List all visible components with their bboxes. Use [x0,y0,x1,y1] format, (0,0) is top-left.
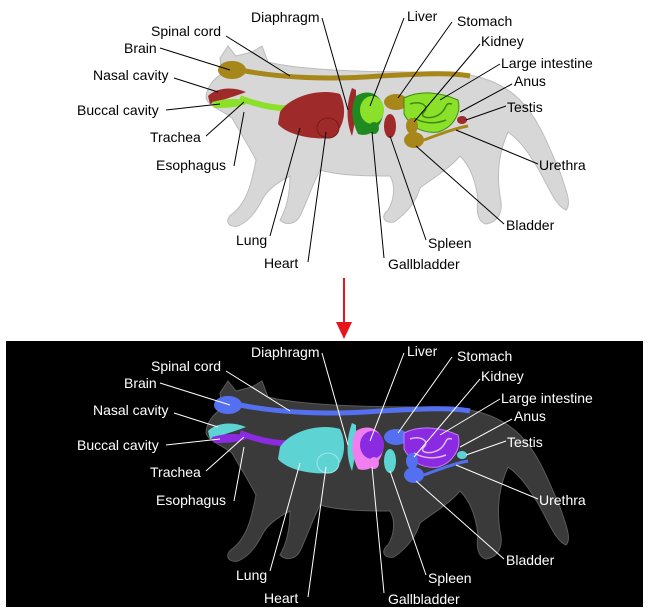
label-spleen: Spleen [428,235,472,251]
label-brain: Brain [124,40,157,56]
bottom-spinal-cord [239,402,471,416]
label-testis: Testis [507,99,543,115]
bottom-nasal-cavity [208,423,246,439]
top-stomach [384,94,408,110]
top-testis [457,116,467,124]
bottom-diaphragm [347,423,356,471]
bottom-urethra [423,459,469,477]
top-bladder [404,132,424,148]
down-arrow-icon [336,278,352,339]
bottom-diagram [159,352,569,598]
label-diaphragm: Diaphragm [251,344,320,360]
bottom-liver-lobe [360,431,384,459]
label-heart: Heart [264,255,299,271]
top-kidney [406,118,418,134]
label-gallbladder: Gallbladder [388,591,460,607]
top-brain [218,61,246,79]
label-urethra: Urethra [539,492,586,508]
top-heart [316,117,340,139]
label-liver: Liver [407,8,438,24]
label-urethra: Urethra [539,157,586,173]
top-gallbladder [369,122,379,134]
label-kidney: Kidney [481,33,524,49]
bottom-kidney [406,453,418,469]
label-liver: Liver [407,343,438,359]
bottom-brain [214,396,242,414]
label-brain: Brain [124,375,157,391]
label-bladder: Bladder [506,552,555,568]
label-buccal-cavity: Buccal cavity [77,102,159,118]
label-buccal-cavity: Buccal cavity [77,437,159,453]
bottom-spleen [384,449,396,473]
top-spinal-cord [239,67,471,81]
bottom-leader-lines [159,352,539,598]
label-lung: Lung [236,232,268,248]
bottom-bladder [404,467,424,483]
label-stomach: Stomach [457,348,513,364]
label-stomach: Stomach [457,13,513,29]
top-urethra [423,124,469,142]
label-anus: Anus [514,73,546,89]
label-large-intestine: Large intestine [501,55,593,71]
label-spleen: Spleen [428,570,472,586]
label-anus: Anus [514,408,546,424]
top-diagram [159,17,569,339]
top-spleen [384,114,396,138]
label-bladder: Bladder [506,217,555,233]
top-diaphragm [347,88,356,136]
bottom-heart [316,452,340,474]
label-spinal-cord: Spinal cord [151,358,222,374]
label-diaphragm: Diaphragm [251,9,320,25]
label-esophagus: Esophagus [156,157,227,173]
label-spinal-cord: Spinal cord [151,23,222,39]
label-lung: Lung [236,567,268,583]
label-nasal-cavity: Nasal cavity [93,402,169,418]
top-liver-lobe [360,96,384,124]
label-heart: Heart [264,590,299,606]
label-gallbladder: Gallbladder [388,256,460,272]
bottom-stomach [384,429,408,445]
label-large-intestine: Large intestine [501,390,593,406]
top-nasal-cavity [208,88,246,104]
bottom-gallbladder [369,457,379,469]
label-esophagus: Esophagus [156,492,227,508]
label-kidney: Kidney [481,368,524,384]
label-trachea: Trachea [150,464,201,480]
label-testis: Testis [507,434,543,450]
bottom-testis [457,451,467,459]
label-trachea: Trachea [150,129,201,145]
top-leader-lines [159,17,539,263]
label-nasal-cavity: Nasal cavity [93,67,169,83]
